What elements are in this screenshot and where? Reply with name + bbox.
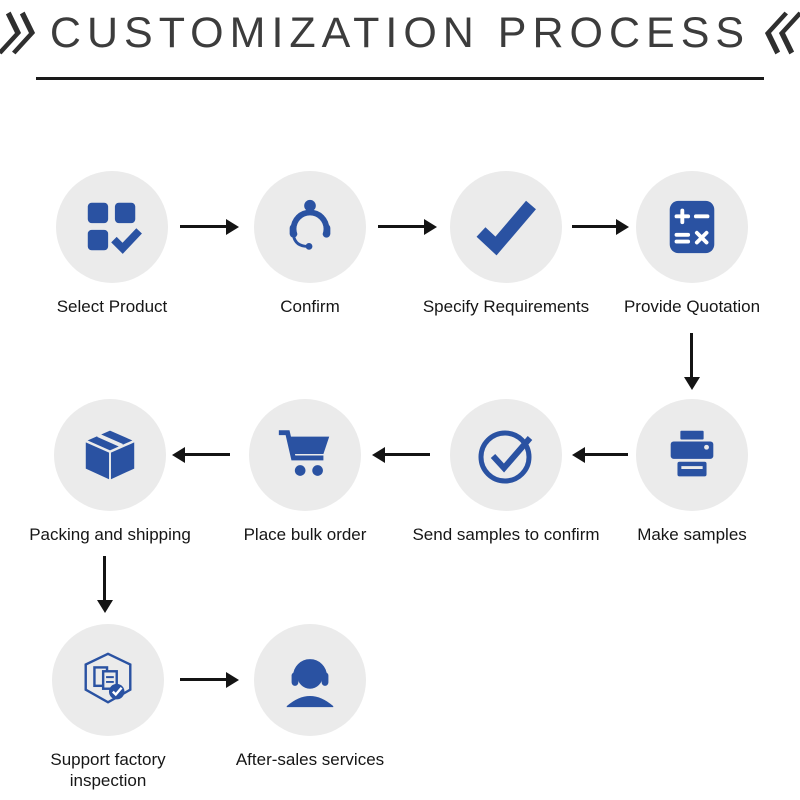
step-circle: [254, 624, 366, 736]
step-label: Confirm: [280, 297, 340, 316]
arrow-left: [372, 446, 430, 463]
step-circle: [636, 171, 748, 283]
package-box-icon: [83, 429, 137, 480]
arrow-left: [172, 446, 230, 463]
customer-service-icon: [289, 199, 331, 250]
step-label: Select Product: [56, 297, 168, 316]
step-send-samples: Send samples to confirm: [406, 399, 606, 545]
headset-support-icon: [286, 659, 334, 708]
step-select-product: Select Product: [12, 171, 212, 317]
double-angle-close-icon: [759, 8, 800, 58]
step-make-samples: Make samples: [592, 399, 792, 545]
step-circle: [56, 171, 168, 283]
step-factory-inspection: Support factory inspection: [23, 624, 193, 791]
arrow-right: [572, 218, 629, 235]
step-label: Provide Quotation: [623, 297, 761, 316]
step-label: Make samples: [637, 525, 747, 544]
step-circle: [636, 399, 748, 511]
product-grid-check-icon: [87, 202, 142, 254]
double-angle-open-icon: [0, 8, 41, 58]
title-underline: [36, 77, 764, 80]
factory-inspection-icon: [84, 652, 132, 704]
arrow-down: [96, 556, 113, 613]
step-circle: [52, 624, 164, 736]
step-specify-requirements: Specify Requirements: [406, 171, 606, 317]
arrow-right: [180, 218, 239, 235]
title-text: CUSTOMIZATION PROCESS: [49, 8, 751, 57]
step-after-sales: After-sales services: [210, 624, 410, 770]
step-label: Support factory inspection: [50, 750, 166, 790]
step-label: Packing and shipping: [29, 525, 191, 544]
step-confirm: Confirm: [210, 171, 410, 317]
step-circle: [450, 171, 562, 283]
shopping-cart-icon: [278, 430, 330, 476]
arrow-down: [683, 333, 700, 390]
printer-icon: [670, 430, 714, 477]
arrow-left: [572, 446, 628, 463]
step-place-bulk-order: Place bulk order: [205, 399, 405, 545]
circle-check-icon: [478, 430, 533, 484]
step-circle: [249, 399, 361, 511]
step-provide-quotation: Provide Quotation: [592, 171, 792, 317]
step-circle: [54, 399, 166, 511]
step-label: Specify Requirements: [422, 297, 590, 316]
step-circle: [450, 399, 562, 511]
step-packing-shipping: Packing and shipping: [10, 399, 210, 545]
step-circle: [254, 171, 366, 283]
checkmark-icon: [476, 200, 536, 256]
calculator-icon: [669, 200, 715, 254]
arrow-right: [180, 671, 239, 688]
page-title: CUSTOMIZATION PROCESS: [0, 8, 800, 58]
step-label: Place bulk order: [243, 525, 367, 544]
step-label: Send samples to confirm: [412, 525, 600, 544]
arrow-right: [378, 218, 437, 235]
step-label: After-sales services: [235, 750, 385, 769]
